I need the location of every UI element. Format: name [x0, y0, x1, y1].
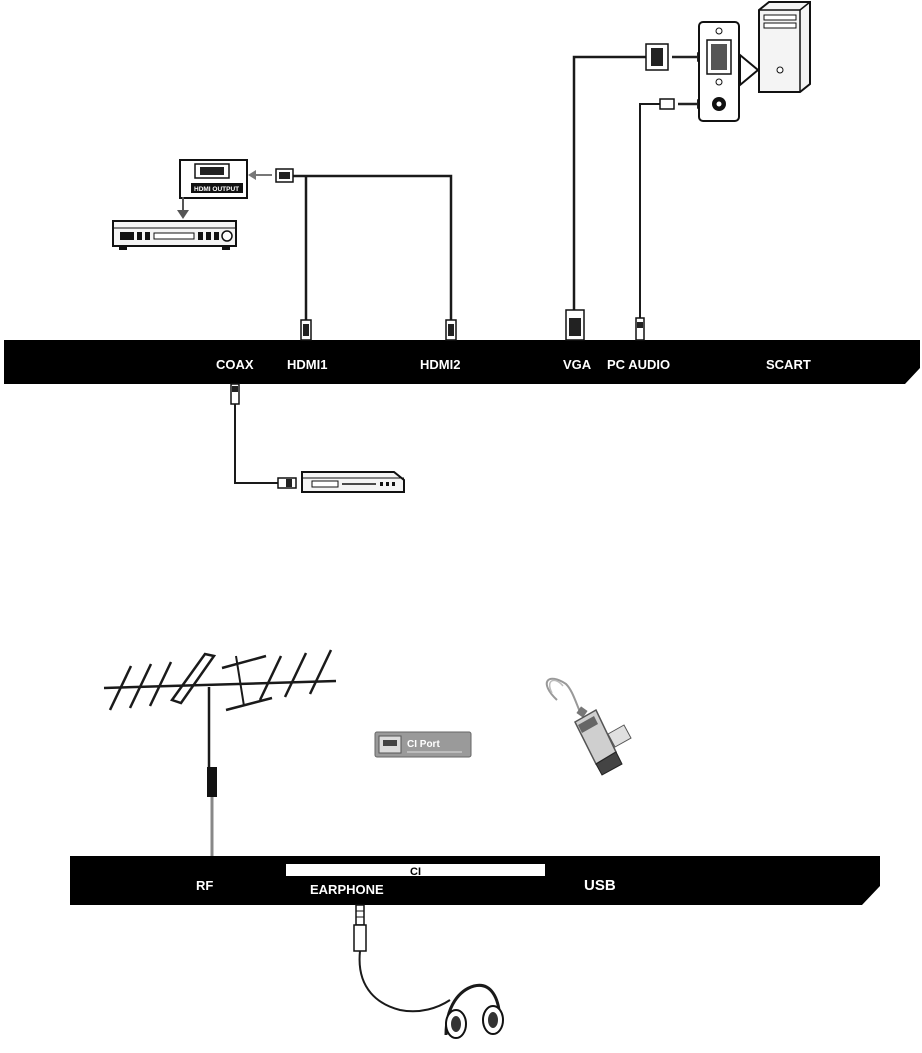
rear-panel: COAX HDMI1 HDMI2 VGA PC AUDIO SCART: [4, 340, 920, 384]
port-label-hdmi1: HDMI1: [287, 357, 327, 372]
hdmi-plug-source: [275, 168, 294, 183]
earphone-icon: [353, 904, 504, 1039]
hdmi-plug-1: [300, 319, 312, 341]
port-label-ci: CI: [410, 866, 421, 878]
port-label-earphone: EARPHONE: [310, 882, 384, 897]
pc-audio-cable: [635, 98, 675, 341]
side-panel: CI RF EARPHONE USB: [70, 856, 880, 905]
hdmi-cables: [293, 174, 453, 322]
coax-cable: [230, 383, 297, 489]
antenna-icon: [103, 649, 337, 856]
port-label-pc-audio: PC AUDIO: [607, 357, 670, 372]
vga-cable: [565, 43, 669, 341]
port-label-usb: USB: [584, 877, 616, 894]
ci-card-label: CI Port: [407, 739, 440, 750]
hdmi-output-label: HDMI OUTPUT: [194, 186, 239, 193]
pc-port-plate-icon: [698, 21, 740, 122]
port-label-vga: VGA: [563, 357, 592, 372]
port-label-scart: SCART: [766, 357, 811, 372]
port-label-coax: COAX: [216, 357, 254, 372]
port-label-rf: RF: [196, 878, 213, 893]
hdmi-output-icon: HDMI OUTPUT: [177, 159, 248, 219]
hdmi-plug-2: [445, 319, 457, 341]
dvd-player-icon: [301, 471, 405, 493]
set-top-box-icon: [112, 220, 237, 250]
arrow-icon: [739, 52, 760, 88]
usb-drive-icon: [545, 677, 632, 776]
ci-card-icon: CI Port: [374, 731, 472, 758]
pc-tower-icon: [758, 0, 811, 93]
arrow-icon: [248, 170, 272, 180]
port-label-hdmi2: HDMI2: [420, 357, 460, 372]
side-panel-bar: [70, 856, 880, 905]
hdmi-cable-main: [293, 174, 453, 322]
ci-slot: [286, 864, 545, 876]
rear-panel-bar: [4, 340, 920, 384]
